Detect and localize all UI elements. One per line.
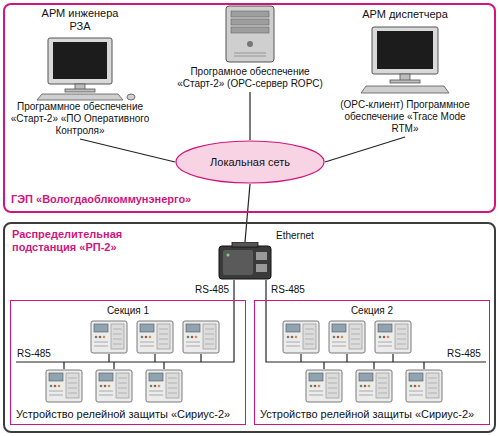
connector-line bbox=[80, 139, 175, 162]
substation-region: Распределительная подстанция «РП-2» Ether… bbox=[3, 222, 496, 433]
connector-line bbox=[325, 137, 405, 162]
section-box: Секция 2 Устройство релейной защиты «Сири… bbox=[254, 300, 490, 425]
edge-label: RS-485 bbox=[270, 284, 306, 296]
device-caption: Устройство релейной защиты «Сириус-2» bbox=[260, 408, 474, 421]
signal-label: RS-485 bbox=[16, 348, 52, 360]
software-note: Програмное обеспечение «Старт-2» (OPC-се… bbox=[170, 66, 330, 90]
region-title: Распределительная подстанция «РП-2» bbox=[12, 228, 144, 254]
server-icon bbox=[226, 6, 274, 62]
section-box: Секция 1 Устройство релейной защиты «Сири… bbox=[10, 300, 246, 425]
connector-line bbox=[245, 184, 250, 242]
region-title: ГЭП «Вологдаоблкоммунэнерго» bbox=[11, 193, 311, 206]
organization-region: ГЭП «Вологдаоблкоммунэнерго» АРМ инженера… bbox=[3, 3, 496, 213]
connector-line bbox=[233, 280, 234, 300]
station-title: АРМ инженера РЗА bbox=[38, 7, 122, 33]
software-note: (OPC-клиент) Программное обеспечение «Tr… bbox=[330, 99, 480, 135]
device-caption: Устройство релейной защиты «Сириус-2» bbox=[16, 408, 230, 421]
signal-label: RS-485 bbox=[446, 348, 482, 360]
workstation: АРМ инженера РЗА Программное обеспечение … bbox=[5, 7, 155, 137]
edge-label: RS-485 bbox=[194, 284, 230, 296]
section-title: Секция 2 bbox=[255, 304, 489, 317]
icon-space bbox=[5, 33, 155, 101]
workstation-icon bbox=[37, 38, 135, 100]
network-ellipse: Локальная сеть bbox=[175, 140, 325, 184]
workstation-icon bbox=[361, 27, 449, 93]
device-label: Ethernet bbox=[276, 230, 314, 242]
connector-line bbox=[249, 92, 250, 140]
section-title: Секция 1 bbox=[11, 304, 245, 317]
station-title: АРМ диспетчера bbox=[340, 8, 470, 21]
converter-icon bbox=[218, 242, 272, 280]
software-note: Программное обеспечение «Старт-2» «ПО Оп… bbox=[5, 101, 155, 137]
workstation: АРМ диспетчера (OPC-клиент) Программное о… bbox=[330, 8, 480, 135]
connector-line bbox=[265, 280, 266, 300]
relay-device bbox=[46, 321, 442, 402]
icon-space bbox=[330, 21, 480, 99]
network-label: Локальная сеть bbox=[210, 156, 290, 169]
ethernet-converter: Ethernet bbox=[218, 242, 272, 280]
icon-space bbox=[170, 4, 330, 66]
server: Програмное обеспечение «Старт-2» (OPC-се… bbox=[170, 4, 330, 90]
